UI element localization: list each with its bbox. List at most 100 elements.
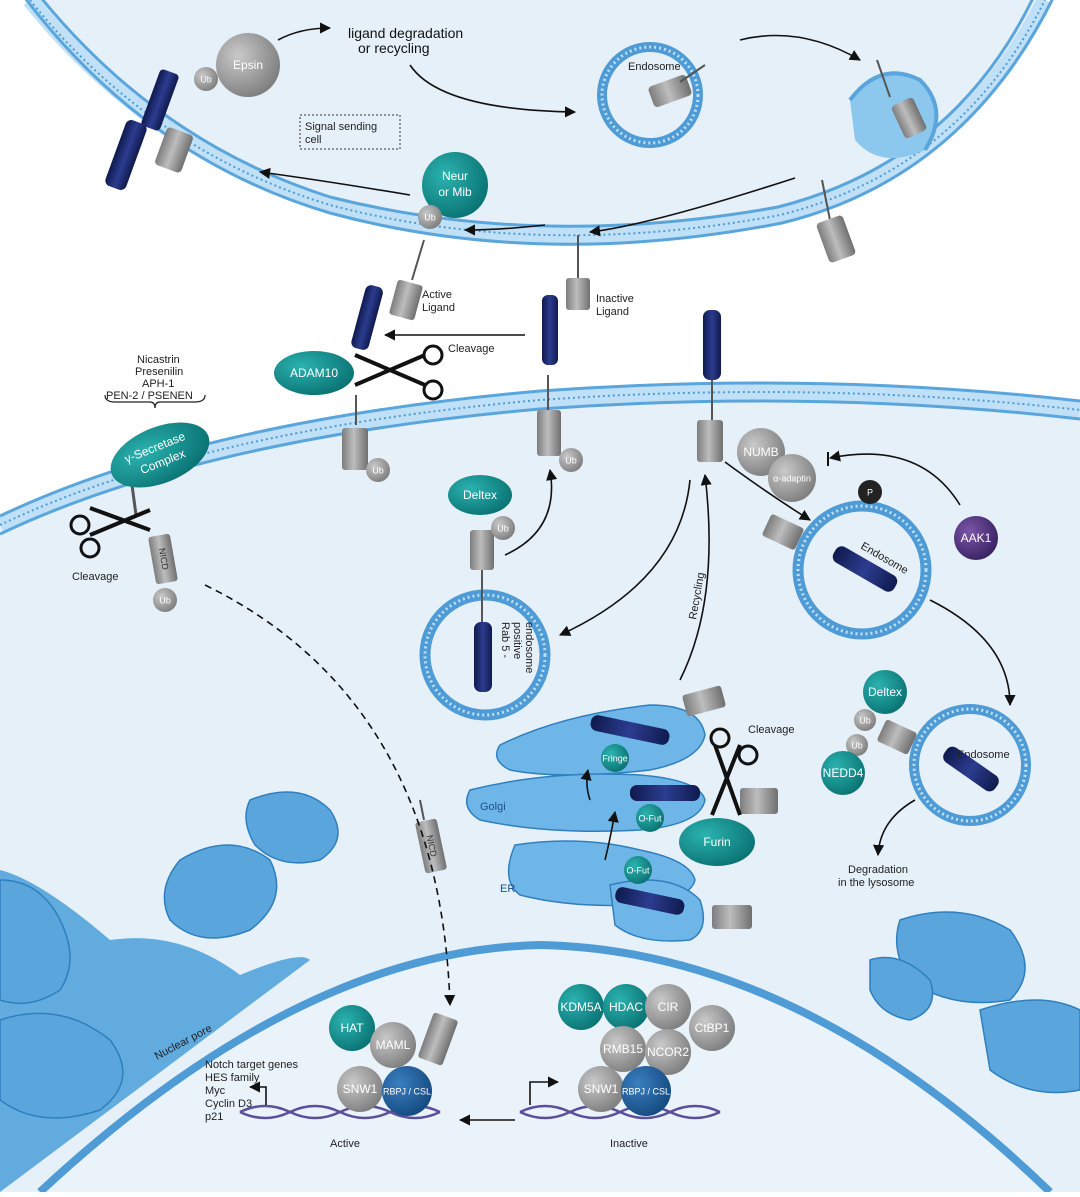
endosome-top	[597, 42, 703, 148]
aak1-label: AAK1	[961, 531, 992, 545]
hdac-label: HDAC	[609, 1000, 643, 1014]
kdm5a-label: KDM5A	[560, 1000, 601, 1014]
inactive-ligand-line-2: Ligand	[596, 306, 629, 318]
ub-label: Ub	[497, 523, 509, 533]
ctbp1-label: CtBP1	[695, 1021, 730, 1035]
ub-label: Ub	[851, 740, 863, 750]
rab5-line-3: endosome	[523, 622, 535, 673]
degradation-line-2: in the lysosome	[838, 877, 914, 889]
rmb15-protein: RMB15	[600, 1026, 646, 1072]
ub-right-2: Ub	[846, 734, 868, 756]
deltex-label: Deltex	[463, 488, 497, 502]
deltex-label: Deltex	[868, 685, 902, 699]
er-stacks-left	[0, 791, 339, 1119]
hat-label: HAT	[340, 1021, 364, 1035]
signal-sending-box	[299, 114, 401, 150]
deltex-protein-right: Deltex	[863, 670, 907, 714]
target-gene-0: Notch target genes	[205, 1059, 298, 1071]
ub-label: Ub	[859, 715, 871, 725]
deltex-protein: Deltex	[448, 475, 512, 515]
snw1-label: SNW1	[343, 1082, 378, 1096]
alpha-adaptin-label: α-adaptin	[773, 473, 811, 483]
neur-label-2: or Mib	[438, 185, 472, 199]
gamma-component-2: APH-1	[142, 378, 174, 390]
phosphate: P	[858, 480, 882, 504]
ub-nicd: Ub	[153, 588, 177, 612]
scissors-icon	[354, 344, 444, 401]
hat-protein: HAT	[329, 1005, 375, 1051]
target-gene-2: Myc	[205, 1085, 226, 1097]
o-fut-golgi: O-Fut	[636, 804, 664, 832]
fringe-label: Fringe	[602, 753, 628, 763]
signal-sending-line-1: Signal sending	[305, 121, 377, 133]
aak1-protein: AAK1	[954, 516, 998, 560]
pathway-arrows	[204, 22, 1016, 1126]
adam10-protein: ADAM10	[274, 351, 354, 395]
endosome-right-lower-label: Endosome	[957, 749, 1010, 761]
scissors-icon	[69, 506, 151, 559]
adam10-label: ADAM10	[290, 366, 338, 380]
epsin-protein: Epsin	[216, 33, 280, 97]
rmb15-label: RMB15	[603, 1042, 643, 1056]
receptor-shapes	[105, 59, 999, 1066]
alpha-adaptin-protein: α-adaptin	[768, 454, 816, 502]
inactive-ligand-line-1: Inactive	[596, 293, 634, 305]
epsin-label: Epsin	[233, 58, 263, 72]
o-fut-label: O-Fut	[638, 813, 662, 823]
er-label: ER	[500, 883, 515, 895]
ub-label: Ub	[159, 595, 171, 605]
ligand-degradation-line-2: or recycling	[358, 40, 430, 56]
numb-label: NUMB	[743, 445, 778, 459]
nicd-label-mid: NICD	[424, 834, 438, 858]
gamma-secretase-complex: γ-Secretase Complex	[110, 422, 210, 488]
target-gene-1: HES family	[205, 1072, 260, 1084]
ub-adam10-notch: Ub	[366, 458, 390, 482]
ncor2-label: NCOR2	[647, 1045, 689, 1059]
maml-label: MAML	[376, 1038, 411, 1052]
nicd-label-left: NICD	[157, 547, 171, 571]
neur-label-1: Neur	[442, 169, 468, 183]
rab5-line-2: positive	[511, 622, 523, 659]
inactive-label: Inactive	[610, 1138, 648, 1150]
cleavage-label-top: Cleavage	[448, 343, 494, 355]
ub-label: Ub	[565, 455, 577, 465]
o-fut-label: O-Fut	[626, 865, 650, 875]
rbpj-label: RBPJ / CSL	[383, 1086, 431, 1096]
snw1-label: SNW1	[584, 1082, 619, 1096]
ncor2-protein: NCOR2	[645, 1029, 691, 1075]
kdm5a-protein: KDM5A	[558, 984, 604, 1030]
ub-label: Ub	[372, 465, 384, 475]
ub-label: Ub	[200, 74, 212, 84]
rab5-line-1: Rab 5 -	[499, 622, 511, 658]
active-label: Active	[330, 1138, 360, 1150]
snw1-inactive: SNW1	[578, 1066, 624, 1112]
er-stacks-right	[869, 911, 1080, 1094]
target-gene-3: Cyclin D3	[205, 1098, 252, 1110]
cleavage-label-left: Cleavage	[72, 571, 118, 583]
cleavage-label-right: Cleavage	[748, 724, 794, 736]
ub-right-1: Ub	[854, 709, 876, 731]
endosome-top-label: Endosome	[628, 61, 681, 73]
ub-deltex: Ub	[491, 516, 515, 540]
gamma-component-0: Nicastrin	[137, 354, 180, 366]
cir-label: CIR	[658, 1000, 679, 1014]
neur-mib-protein: Neur or Mib	[422, 152, 488, 218]
rbpj-label: RBPJ / CSL	[622, 1086, 670, 1096]
hdac-protein: HDAC	[603, 984, 649, 1030]
signal-sending-line-2: cell	[305, 134, 322, 146]
nedd4-protein: NEDD4	[821, 751, 865, 795]
degradation-line-1: Degradation	[848, 864, 908, 876]
ligand-degradation-line-1: ligand degradation	[348, 25, 463, 41]
gamma-component-3: PEN-2 / PSENEN	[106, 390, 193, 402]
golgi-label: Golgi	[480, 801, 506, 813]
fringe-protein: Fringe	[601, 744, 629, 772]
p-label: P	[867, 487, 873, 497]
rbpj-active: RBPJ / CSL	[382, 1066, 432, 1116]
nedd4-label: NEDD4	[823, 766, 864, 780]
ub-epsin: Ub	[194, 67, 218, 91]
ctbp1-protein: CtBP1	[689, 1005, 735, 1051]
scissors-icon	[709, 727, 759, 816]
furin-protein: Furin	[679, 818, 755, 866]
